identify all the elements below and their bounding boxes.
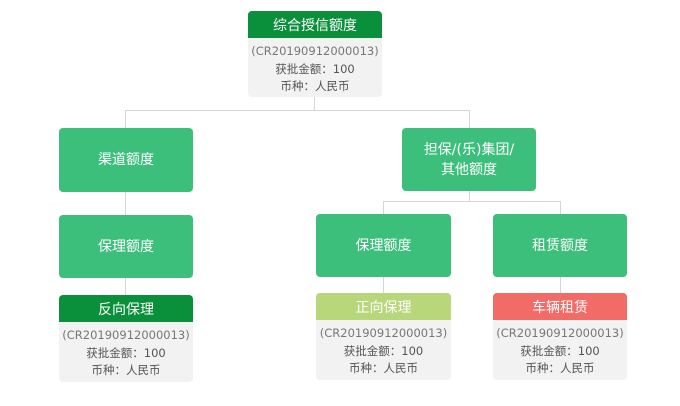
reverse-factoring-title: 反向保理 xyxy=(98,301,154,318)
root-currency: 币种：人民币 xyxy=(280,79,350,93)
right-factoring-limit-node[interactable]: 保理额度 xyxy=(316,214,451,277)
reverse-factoring-amount: 获批金额：100 xyxy=(86,345,166,360)
connector-right-b-down xyxy=(560,201,561,214)
connector-right-a-leaf xyxy=(383,277,384,293)
forward-factoring-code: (CR20190912000013) xyxy=(319,326,448,340)
connector-right-a-down xyxy=(383,201,384,214)
right-factoring-limit-label: 保理额度 xyxy=(355,237,412,254)
connector-left-branch-child xyxy=(125,192,126,215)
reverse-factoring-currency: 币种：人民币 xyxy=(91,363,161,377)
connector-root-down xyxy=(314,97,315,110)
vehicle-leasing-details: (CR20190912000013) 获批金额：100 币种：人民币 xyxy=(493,320,627,380)
vehicle-leasing-header[interactable]: 车辆租赁 xyxy=(493,293,627,320)
channel-limit-label: 渠道额度 xyxy=(98,152,154,168)
forward-factoring-currency: 币种：人民币 xyxy=(349,361,418,375)
connector-left-down xyxy=(125,110,126,128)
left-factoring-limit-node[interactable]: 保理额度 xyxy=(59,215,193,278)
leasing-limit-label: 租赁额度 xyxy=(532,237,588,254)
root-node-header[interactable]: 综合授信额度 xyxy=(248,11,382,38)
root-node-details: (CR20190912000013) 获批金额：100 币种：人民币 xyxy=(248,38,382,97)
forward-factoring-details: (CR20190912000013) 获批金额：100 币种：人民币 xyxy=(316,320,451,380)
connector-right-down xyxy=(469,110,470,128)
forward-factoring-title: 正向保理 xyxy=(355,299,412,316)
connector-left-child-leaf xyxy=(125,278,126,295)
connector-right-horizontal xyxy=(383,201,561,202)
left-factoring-limit-label: 保理额度 xyxy=(98,238,154,255)
root-credit-code: (CR20190912000013) xyxy=(251,44,379,58)
reverse-factoring-header[interactable]: 反向保理 xyxy=(59,295,193,322)
guarantee-group-limit-label-line2: 其他额度 xyxy=(441,161,497,178)
root-node-title: 综合授信额度 xyxy=(273,17,357,34)
vehicle-leasing-currency: 币种：人民币 xyxy=(525,361,595,375)
forward-factoring-amount: 获批金额：100 xyxy=(343,343,424,358)
reverse-factoring-code: (CR20190912000013) xyxy=(62,328,190,342)
reverse-factoring-details: (CR20190912000013) 获批金额：100 币种：人民币 xyxy=(59,322,193,382)
leasing-limit-node[interactable]: 租赁额度 xyxy=(493,214,627,277)
connector-right-branch-down xyxy=(469,191,470,202)
forward-factoring-header[interactable]: 正向保理 xyxy=(316,293,451,320)
connector-right-b-leaf xyxy=(560,277,561,293)
vehicle-leasing-amount: 获批金额：100 xyxy=(520,343,600,358)
root-approved-amount: 获批金额：100 xyxy=(275,61,355,76)
guarantee-group-limit-label-line1: 担保/(乐)集团/ xyxy=(423,141,515,158)
vehicle-leasing-title: 车辆租赁 xyxy=(532,299,588,316)
connector-top-horizontal xyxy=(125,110,470,111)
channel-limit-node[interactable]: 渠道额度 xyxy=(59,128,193,192)
guarantee-group-limit-node[interactable]: 担保/(乐)集团/ 其他额度 xyxy=(402,128,536,191)
vehicle-leasing-code: (CR20190912000013) xyxy=(496,326,624,340)
